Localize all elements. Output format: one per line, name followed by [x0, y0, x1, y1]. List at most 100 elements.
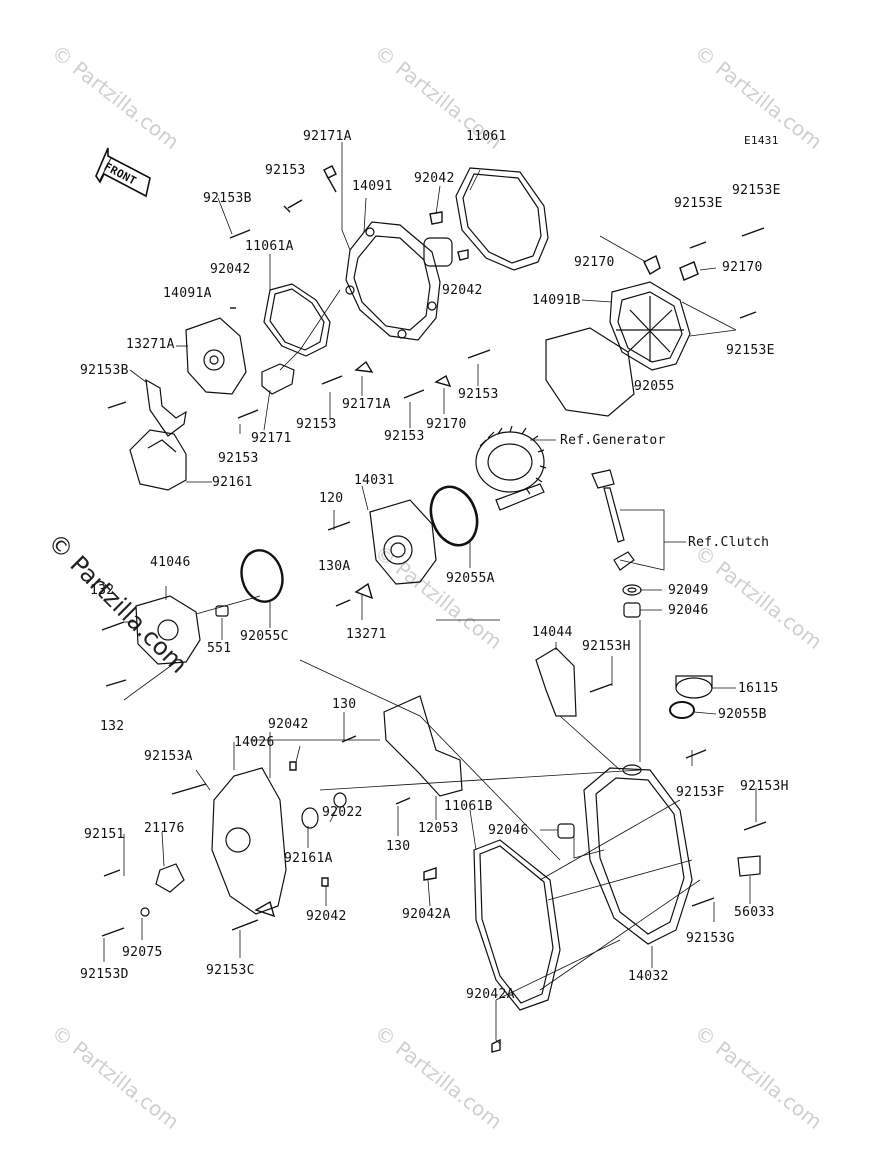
- part-callout[interactable]: 13271A: [126, 337, 175, 352]
- part-callout[interactable]: 92171A: [303, 129, 352, 144]
- part-callout[interactable]: 92153: [218, 451, 259, 466]
- part-callout[interactable]: 132: [100, 719, 125, 734]
- gasket-11061a: [263, 283, 331, 357]
- part-callout[interactable]: 92153E: [732, 183, 781, 198]
- plug-16115: [675, 675, 713, 699]
- cover-14091: [345, 221, 453, 341]
- ref-generator-label[interactable]: Ref.Generator: [560, 433, 666, 448]
- part-callout[interactable]: 14091A: [163, 286, 212, 301]
- part-callout[interactable]: 92153G: [686, 931, 735, 946]
- part-callout[interactable]: 92042: [306, 909, 347, 924]
- bushing-92046: [557, 823, 575, 839]
- part-callout[interactable]: 92170: [722, 260, 763, 275]
- part-callout[interactable]: 92170: [426, 417, 467, 432]
- part-callout[interactable]: 92049: [668, 583, 709, 598]
- part-callout[interactable]: 14044: [532, 625, 573, 640]
- part-callout[interactable]: 92075: [122, 945, 163, 960]
- part-callout[interactable]: 92153B: [80, 363, 129, 378]
- part-callout[interactable]: 92055B: [718, 707, 767, 722]
- cover-14031: [369, 499, 437, 585]
- part-callout[interactable]: 16115: [738, 681, 779, 696]
- part-callout[interactable]: 551: [207, 641, 232, 656]
- part-callout[interactable]: 14026: [234, 735, 275, 750]
- part-callout[interactable]: 14032: [628, 969, 669, 984]
- pin-551: [215, 605, 229, 617]
- gasket-11061b: [473, 839, 561, 1011]
- leader-lines: [103, 142, 757, 1045]
- clip-92171: [261, 363, 295, 395]
- clutch-rod: [591, 469, 635, 571]
- bolt-icon: [101, 165, 767, 1053]
- stator-generator: [475, 425, 547, 511]
- washer-92022: [333, 792, 347, 808]
- part-callout[interactable]: 92022: [322, 805, 363, 820]
- part-callout[interactable]: 56033: [734, 905, 775, 920]
- part-callout[interactable]: 130A: [318, 559, 351, 574]
- part-callout[interactable]: 92042: [414, 171, 455, 186]
- part-callout[interactable]: 41046: [150, 555, 191, 570]
- part-callout[interactable]: 92153H: [582, 639, 631, 654]
- part-callout[interactable]: 92042: [210, 262, 251, 277]
- part-callout[interactable]: 92161A: [284, 851, 333, 866]
- oring-92055b: [669, 701, 695, 719]
- part-callout[interactable]: 92151: [84, 827, 125, 842]
- part-callout[interactable]: 92171A: [342, 397, 391, 412]
- part-callout[interactable]: 12053: [418, 821, 459, 836]
- part-callout[interactable]: 92170: [574, 255, 615, 270]
- part-callout[interactable]: 132: [90, 583, 115, 598]
- part-callout[interactable]: 92153D: [80, 967, 129, 982]
- front-arrow-icon: [95, 147, 151, 198]
- oring-92055: [545, 327, 635, 417]
- part-callout[interactable]: 11061A: [245, 239, 294, 254]
- part-callout[interactable]: 14091: [352, 179, 393, 194]
- part-callout[interactable]: 92153E: [726, 343, 775, 358]
- oring-92055c: [240, 549, 284, 603]
- part-callout[interactable]: 92046: [488, 823, 529, 838]
- part-callout[interactable]: 14091B: [532, 293, 581, 308]
- part-callout[interactable]: 92153A: [144, 749, 193, 764]
- diagram-code: E1431: [744, 134, 779, 147]
- seal-92049: [622, 584, 642, 596]
- sensor-21176: [155, 863, 185, 893]
- label-56033: [737, 855, 761, 877]
- part-callout[interactable]: 130: [386, 839, 411, 854]
- part-callout[interactable]: 92153C: [206, 963, 255, 978]
- part-callout[interactable]: 14031: [354, 473, 395, 488]
- spacer-92161a: [301, 807, 319, 829]
- guide-12053: [383, 695, 463, 797]
- part-callout[interactable]: 92042A: [402, 907, 451, 922]
- part-callout[interactable]: 92153: [384, 429, 425, 444]
- part-callout[interactable]: 92171: [251, 431, 292, 446]
- cover-14026: [211, 767, 287, 915]
- part-callout[interactable]: 92055C: [240, 629, 289, 644]
- part-callout[interactable]: 21176: [144, 821, 185, 836]
- part-callout[interactable]: 92153H: [740, 779, 789, 794]
- cover-14032: [583, 764, 693, 945]
- part-callout[interactable]: 92055A: [446, 571, 495, 586]
- part-callout[interactable]: 92046: [668, 603, 709, 618]
- part-callout[interactable]: 92153: [458, 387, 499, 402]
- part-callout[interactable]: 92153: [296, 417, 337, 432]
- part-callout[interactable]: 92161: [212, 475, 253, 490]
- bearing-92046: [623, 602, 641, 618]
- part-callout[interactable]: 13271: [346, 627, 387, 642]
- part-callout[interactable]: 92153F: [676, 785, 725, 800]
- part-callout[interactable]: 11061B: [444, 799, 493, 814]
- washer-92075: [140, 907, 150, 917]
- cover-14091a: [185, 317, 247, 395]
- part-callout[interactable]: 120: [319, 491, 344, 506]
- guard-92161-detail: [147, 439, 177, 453]
- part-callout[interactable]: 92055: [634, 379, 675, 394]
- oring-92055a: [429, 485, 479, 547]
- part-callout[interactable]: 92153: [265, 163, 306, 178]
- part-callout[interactable]: 92153B: [203, 191, 252, 206]
- part-callout[interactable]: 92042: [268, 717, 309, 732]
- part-callout[interactable]: 92042: [442, 283, 483, 298]
- part-callout[interactable]: 92153E: [674, 196, 723, 211]
- part-callout[interactable]: 130: [332, 697, 357, 712]
- ref-clutch-label[interactable]: Ref.Clutch: [688, 535, 770, 550]
- part-callout[interactable]: 11061: [466, 129, 507, 144]
- part-callout[interactable]: 92042A: [466, 987, 515, 1002]
